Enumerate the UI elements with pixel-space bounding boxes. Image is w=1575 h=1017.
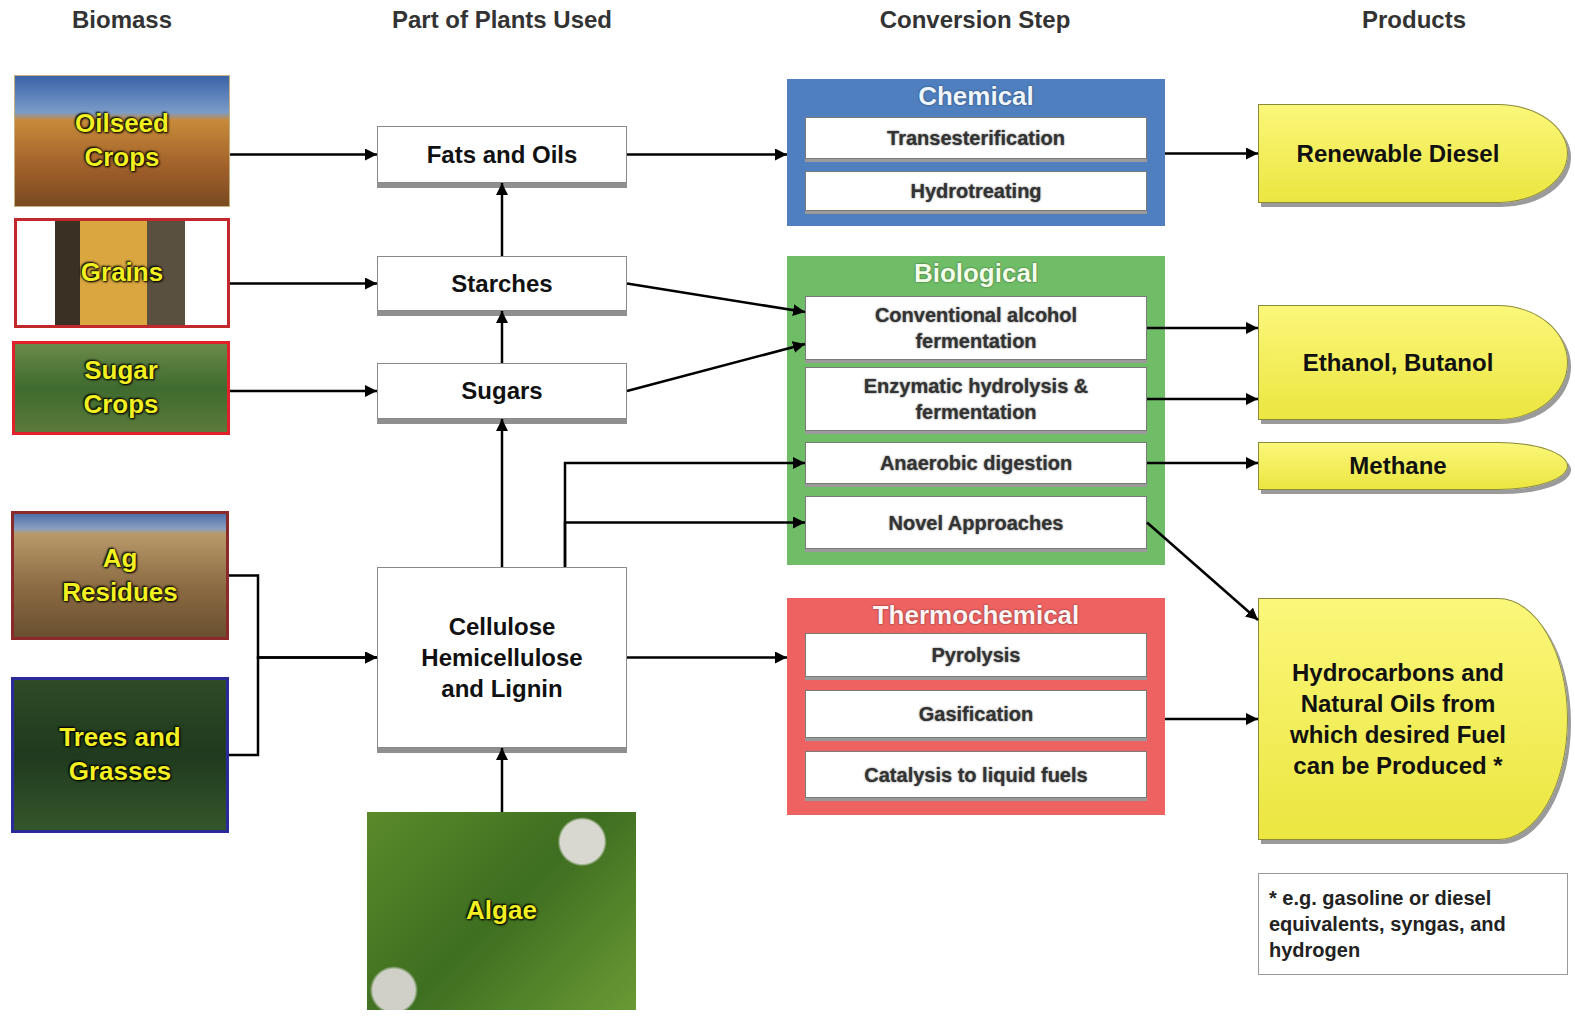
plant-part-box: Fats and Oils (377, 126, 627, 183)
biomass-photo: Grains (14, 218, 230, 328)
column-header: Conversion Step (775, 6, 1175, 34)
biomass-photo: Trees and Grasses (11, 677, 229, 833)
node-text: Conventional alcohol fermentation (820, 302, 1132, 354)
process-box: Novel Approaches (805, 496, 1147, 549)
flow-arrow (627, 656, 787, 659)
flow-arrow (229, 658, 377, 756)
node-text: Sugar Crops (45, 354, 197, 422)
node-text: Sugars (461, 375, 542, 406)
node-text: Catalysis to liquid fuels (864, 762, 1087, 788)
flow-arrow (501, 311, 504, 363)
node-text: Cellulose Hemicellulose and Lignin (398, 611, 606, 705)
plant-part-box: Starches (377, 256, 627, 311)
process-box: Pyrolysis (805, 633, 1147, 677)
flow-arrow (565, 523, 805, 568)
flow-arrow (1165, 718, 1258, 721)
node-text: Gasification (919, 701, 1033, 727)
process-group: ChemicalTransesterificationHydrotreating (787, 79, 1165, 226)
flow-arrow (230, 282, 377, 285)
process-box: Catalysis to liquid fuels (805, 751, 1147, 798)
flow-arrow (230, 390, 377, 393)
biomass-photo: Algae (367, 812, 636, 1010)
node-text: * e.g. gasoline or diesel equivalents, s… (1269, 885, 1557, 963)
node-text: Anaerobic digestion (880, 450, 1072, 476)
connector-group (229, 154, 1258, 813)
biomass-photo: Oilseed Crops (14, 75, 230, 207)
plant-part-box: Sugars (377, 363, 627, 419)
node-text: Trees and Grasses (44, 721, 196, 789)
node-text: Algae (466, 894, 537, 928)
group-heading: Biological (787, 258, 1165, 288)
flow-arrow (501, 183, 504, 256)
node-text: Transesterification (887, 125, 1065, 151)
process-box: Transesterification (805, 117, 1147, 159)
flow-arrow (627, 284, 805, 313)
flow-arrow (565, 463, 805, 567)
flow-arrow (627, 344, 805, 391)
node-text: Hydrocarbons and Natural Oils from which… (1279, 657, 1517, 782)
process-box: Conventional alcohol fermentation (805, 296, 1147, 360)
process-group: BiologicalConventional alcohol fermentat… (787, 256, 1165, 565)
node-text: Ag Residues (44, 542, 196, 610)
group-heading: Chemical (787, 81, 1165, 111)
process-box: Hydrotreating (805, 171, 1147, 211)
node-text: Renewable Diesel (1297, 138, 1500, 169)
column-header: Products (1214, 6, 1575, 34)
product-shape: Ethanol, Butanol (1258, 305, 1568, 420)
node-text: Grains (81, 256, 163, 290)
flow-arrow (501, 748, 504, 812)
node-text: Novel Approaches (889, 510, 1064, 536)
process-group: ThermochemicalPyrolysisGasificationCatal… (787, 598, 1165, 815)
column-header: Biomass (0, 6, 322, 34)
flow-arrow (627, 153, 787, 156)
biomass-photo: Sugar Crops (12, 341, 230, 435)
product-shape: Renewable Diesel (1258, 104, 1568, 203)
biomass-photo: Ag Residues (11, 511, 229, 640)
footnote-box: * e.g. gasoline or diesel equivalents, s… (1258, 873, 1568, 975)
process-box: Enzymatic hydrolysis & fermentation (805, 367, 1147, 431)
product-shape: Methane (1258, 442, 1568, 490)
node-text: Ethanol, Butanol (1303, 347, 1494, 378)
process-box: Gasification (805, 690, 1147, 738)
node-text: Starches (451, 268, 552, 299)
node-text: Oilseed Crops (45, 107, 199, 175)
node-text: Hydrotreating (910, 178, 1041, 204)
node-text: Enzymatic hydrolysis & fermentation (820, 373, 1132, 425)
node-text: Pyrolysis (932, 642, 1021, 668)
node-text: Fats and Oils (427, 139, 578, 170)
flow-arrow (230, 153, 377, 156)
plant-part-box: Cellulose Hemicellulose and Lignin (377, 567, 627, 748)
node-text: Methane (1349, 450, 1446, 481)
flow-arrow (501, 419, 504, 567)
product-shape: Hydrocarbons and Natural Oils from which… (1258, 598, 1568, 840)
column-header: Part of Plants Used (302, 6, 702, 34)
group-heading: Thermochemical (787, 600, 1165, 630)
process-box: Anaerobic digestion (805, 442, 1147, 484)
flow-arrow (1165, 152, 1258, 155)
flow-arrow (229, 576, 377, 658)
